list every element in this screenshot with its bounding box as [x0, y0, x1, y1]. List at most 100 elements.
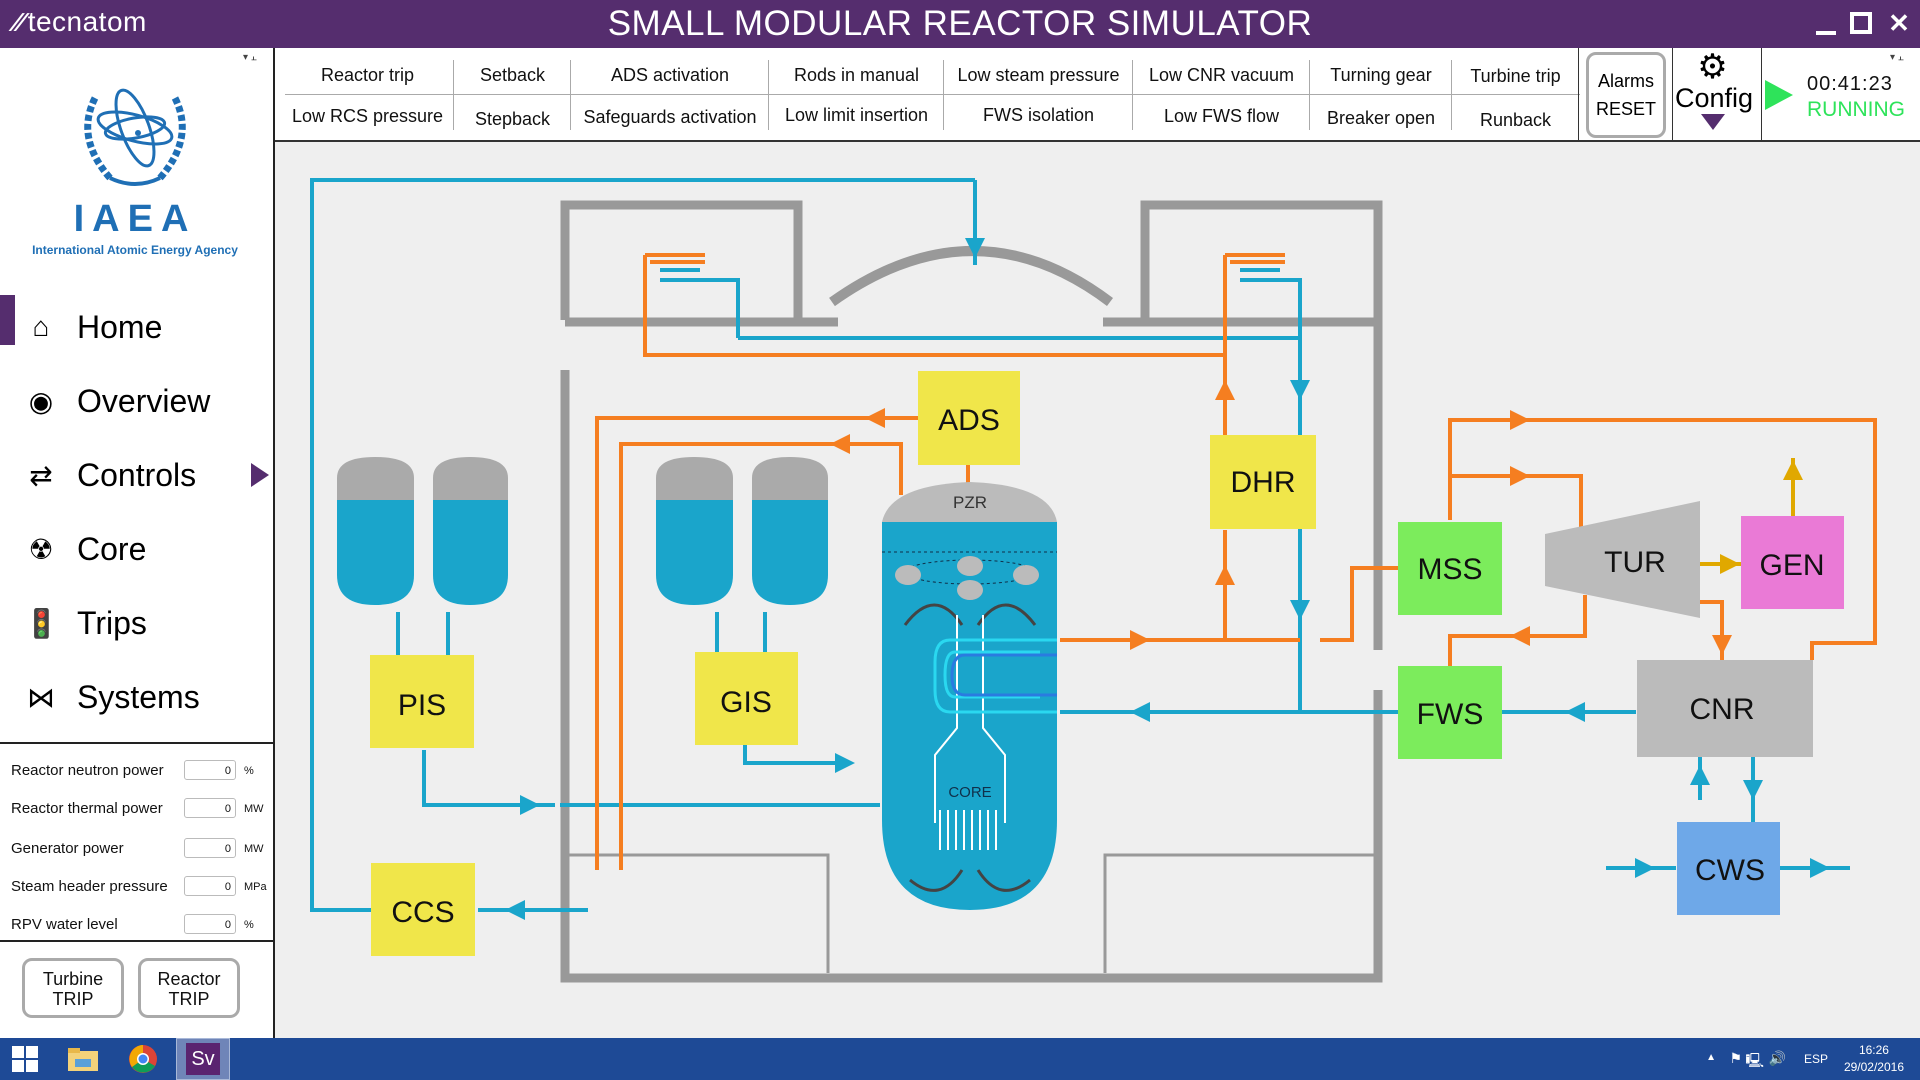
reactor-vessel: PZR CORE [882, 482, 1057, 910]
file-explorer-button[interactable] [58, 1038, 108, 1080]
simulator-app-button[interactable]: Sv [176, 1038, 230, 1080]
component-label: CCS [391, 896, 454, 929]
component-label: FWS [1417, 698, 1484, 731]
iaea-emblem-icon [84, 88, 186, 186]
alarm-setback[interactable]: Setback [479, 65, 546, 85]
sidebar-item-overview[interactable]: ◉ Overview [0, 364, 273, 438]
turbine-trip-button[interactable]: Turbine TRIP [22, 958, 124, 1018]
readout-neutron-power: Reactor neutron power 0 % [0, 756, 273, 786]
component-mss[interactable]: MSS [1398, 522, 1502, 615]
inner-compartments [565, 853, 1378, 973]
iaea-logo-subtitle: International Atomic Energy Agency [32, 243, 238, 257]
readout-value: 0 [184, 760, 236, 780]
button-label: Turbine [42, 969, 104, 989]
panel-pin-icon[interactable]: ▾ ⫠ [1890, 52, 1904, 63]
network-icon[interactable]: 🖳 [1745, 1052, 1764, 1068]
bowtie-icon: ⋈ [27, 681, 55, 713]
component-label: MSS [1417, 553, 1482, 586]
alarm-ads-activation[interactable]: ADS activation [610, 65, 730, 85]
config-label: Config [1675, 83, 1754, 113]
reactor-trip-button[interactable]: Reactor TRIP [138, 958, 240, 1018]
sidebar-item-trips[interactable]: 🚦 Trips [0, 586, 273, 660]
alarm-fws-isolation[interactable]: FWS isolation [982, 105, 1095, 125]
sidebar-item-home[interactable]: ⌂ Home [0, 290, 273, 364]
alarm-rods-in-manual[interactable]: Rods in manual [793, 65, 920, 85]
title-bar: ∕∕ tecnatom SMALL MODULAR REACTOR SIMULA… [0, 0, 1920, 48]
close-button[interactable]: ✕ [1888, 8, 1910, 38]
show-hidden-icons-button[interactable]: ▲ [1706, 1052, 1716, 1063]
start-button[interactable] [0, 1038, 50, 1080]
sidebar-item-systems[interactable]: ⋈ Systems [0, 660, 273, 734]
component-tur[interactable]: TUR [1545, 501, 1700, 618]
alarm-low-cnr-vacuum[interactable]: Low CNR vacuum [1148, 65, 1295, 85]
component-label: CWS [1695, 854, 1765, 887]
component-label: GIS [720, 686, 772, 719]
alarm-low-limit-insertion[interactable]: Low limit insertion [784, 105, 929, 125]
sidebar-item-label: Systems [77, 678, 200, 715]
readout-value: 0 [184, 876, 236, 896]
component-cws[interactable]: CWS [1677, 822, 1780, 915]
divider [1451, 60, 1452, 130]
alarm-turbine-trip[interactable]: Turbine trip [1470, 66, 1561, 86]
alarm-turning-gear[interactable]: Turning gear [1330, 65, 1432, 85]
divider [285, 94, 1580, 95]
submenu-arrow-icon[interactable] [251, 463, 269, 487]
sidebar-item-label: Controls [77, 456, 197, 493]
readout-unit: MPa [244, 881, 267, 893]
alarm-safeguards-activation[interactable]: Safeguards activation [583, 107, 757, 127]
simulation-status-text: RUNNING [1807, 98, 1905, 121]
component-dhr[interactable]: DHR [1210, 435, 1316, 529]
divider [570, 60, 571, 130]
alarms-reset-button[interactable]: Alarms RESET [1586, 52, 1666, 138]
alarm-breaker-open[interactable]: Breaker open [1326, 108, 1436, 128]
component-cnr[interactable]: CNR [1637, 660, 1813, 757]
sidebar-item-label: Overview [77, 382, 211, 419]
accumulator-tanks [337, 457, 828, 605]
alarm-low-steam-pressure[interactable]: Low steam pressure [957, 65, 1120, 85]
divider [453, 60, 454, 130]
readout-value: 0 [184, 914, 236, 934]
sidebar-item-label: Trips [77, 604, 147, 641]
sidebar-item-label: Core [77, 530, 147, 567]
alarm-low-fws-flow[interactable]: Low FWS flow [1163, 106, 1280, 126]
minimize-button[interactable] [1816, 23, 1836, 35]
divider [768, 60, 769, 130]
component-fws[interactable]: FWS [1398, 666, 1502, 759]
button-label: TRIP [52, 989, 94, 1009]
alarm-stepback[interactable]: Stepback [474, 109, 551, 129]
maximize-button[interactable] [1850, 12, 1872, 34]
config-button[interactable]: ⚙ Config [1675, 50, 1754, 138]
component-gen[interactable]: GEN [1741, 516, 1844, 609]
button-label: RESET [1595, 99, 1656, 119]
divider [1578, 48, 1579, 140]
readout-thermal-power: Reactor thermal power 0 MW [0, 794, 273, 824]
component-ads[interactable]: ADS [918, 371, 1020, 465]
sv-app-icon: Sv [186, 1043, 220, 1075]
alarm-reactor-trip[interactable]: Reactor trip [320, 65, 415, 85]
alarm-low-rcs-pressure[interactable]: Low RCS pressure [291, 106, 444, 126]
sidebar-item-label: Home [77, 308, 163, 345]
component-pis[interactable]: PIS [370, 655, 474, 748]
input-language[interactable]: ESP [1803, 1052, 1828, 1066]
button-label: TRIP [168, 989, 210, 1009]
steam-pipes [595, 253, 1877, 870]
volume-icon[interactable]: 🔊 [1768, 1050, 1786, 1066]
component-gis[interactable]: GIS [695, 652, 798, 745]
clock-date: 29/02/2016 [1843, 1060, 1904, 1074]
readout-generator-power: Generator power 0 MW [0, 834, 273, 864]
chrome-button[interactable] [118, 1038, 168, 1080]
play-icon[interactable] [1765, 80, 1793, 110]
alarm-toolbar: Reactor trip Setback ADS activation Rods… [275, 48, 1920, 142]
sidebar-item-core[interactable]: ☢ Core [0, 512, 273, 586]
readout-value: 0 [184, 838, 236, 858]
action-center-flag-icon[interactable]: ⚑ [1729, 1050, 1742, 1066]
panel-pin-icon[interactable]: ▾ ⫠ [243, 52, 257, 63]
alarm-runback[interactable]: Runback [1479, 110, 1552, 130]
component-label: GEN [1759, 549, 1824, 582]
divider [1672, 48, 1673, 140]
taskbar-clock[interactable]: 16:26 29/02/2016 [1844, 1042, 1904, 1076]
button-label: Reactor [157, 969, 221, 989]
component-ccs[interactable]: CCS [371, 863, 475, 956]
eye-icon: ◉ [28, 385, 54, 417]
sidebar-item-controls[interactable]: ⇄ Controls [0, 438, 273, 512]
